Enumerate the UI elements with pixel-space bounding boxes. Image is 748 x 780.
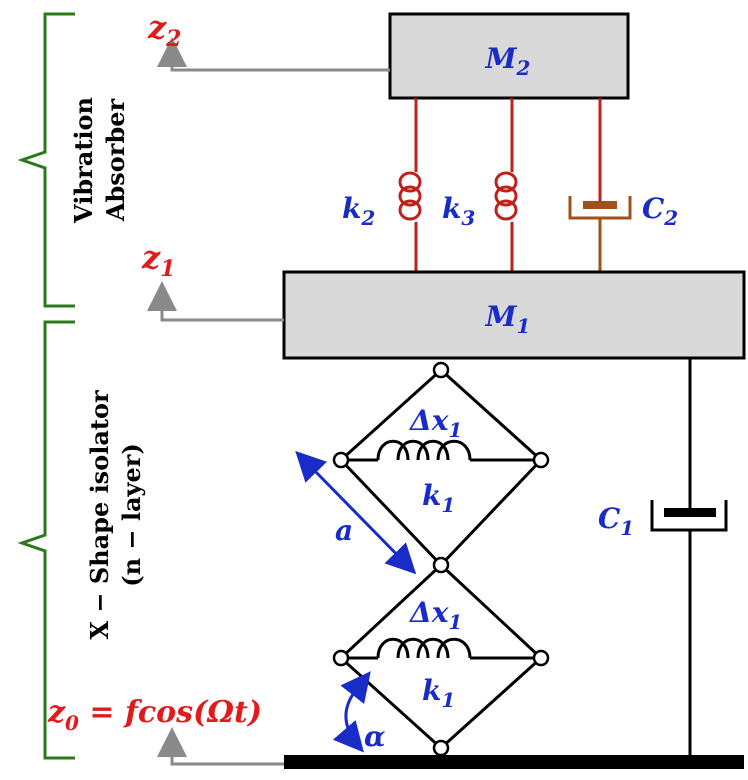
mass-m1-label: M1 bbox=[485, 300, 531, 338]
absorber-bracket-label: Vibration Absorber bbox=[69, 97, 130, 224]
spring-k2 bbox=[398, 98, 422, 272]
spring-k3-label: k3 bbox=[442, 192, 475, 230]
damper-c1-label: C1 bbox=[598, 502, 634, 540]
side-length-arrow bbox=[295, 450, 417, 575]
z2-arrow bbox=[157, 37, 390, 72]
angle-label: α bbox=[364, 720, 386, 753]
upper-spring-k1 bbox=[376, 439, 472, 461]
damper-c1-piston bbox=[664, 508, 716, 517]
damper-c2 bbox=[568, 98, 632, 272]
isolator-label-line2: (n − layer) bbox=[117, 443, 146, 587]
absorber-label-line2: Absorber bbox=[101, 99, 130, 223]
spring-k3 bbox=[494, 98, 518, 272]
mass-m1 bbox=[282, 270, 746, 360]
z2-label: z2 bbox=[147, 8, 181, 52]
lower-spring-k1 bbox=[376, 637, 472, 659]
side-length-label: a bbox=[335, 514, 353, 547]
lower-delta-x-label: Δx1 bbox=[408, 596, 462, 634]
mass-m2-label: M2 bbox=[485, 42, 531, 80]
base-plate bbox=[284, 755, 744, 769]
upper-isolator-rhombus bbox=[332, 361, 550, 568]
upper-delta-x-label: Δx1 bbox=[408, 404, 462, 442]
upper-k1-label: k1 bbox=[422, 479, 455, 517]
z1-label: z1 bbox=[141, 238, 175, 282]
z0-label: z0 = fcos(Ωt) bbox=[47, 695, 262, 735]
lower-isolator-rhombus bbox=[332, 556, 550, 757]
z1-arrow bbox=[147, 281, 284, 322]
lower-k1-label: k1 bbox=[422, 674, 455, 712]
mass-m2 bbox=[388, 12, 630, 100]
damper-c2-label: C2 bbox=[642, 192, 678, 230]
damper-c1 bbox=[650, 358, 728, 765]
z0-arrow bbox=[157, 727, 284, 766]
isolator-label-line1: X − Shape isolator bbox=[85, 390, 114, 640]
spring-k2-label: k2 bbox=[342, 192, 375, 230]
absorber-label-line1: Vibration bbox=[69, 97, 98, 224]
isolator-bracket-label: X − Shape isolator (n − layer) bbox=[85, 390, 146, 640]
angle-arc bbox=[332, 671, 371, 753]
isolator-bracket bbox=[17, 320, 75, 760]
absorber-bracket bbox=[17, 12, 75, 308]
